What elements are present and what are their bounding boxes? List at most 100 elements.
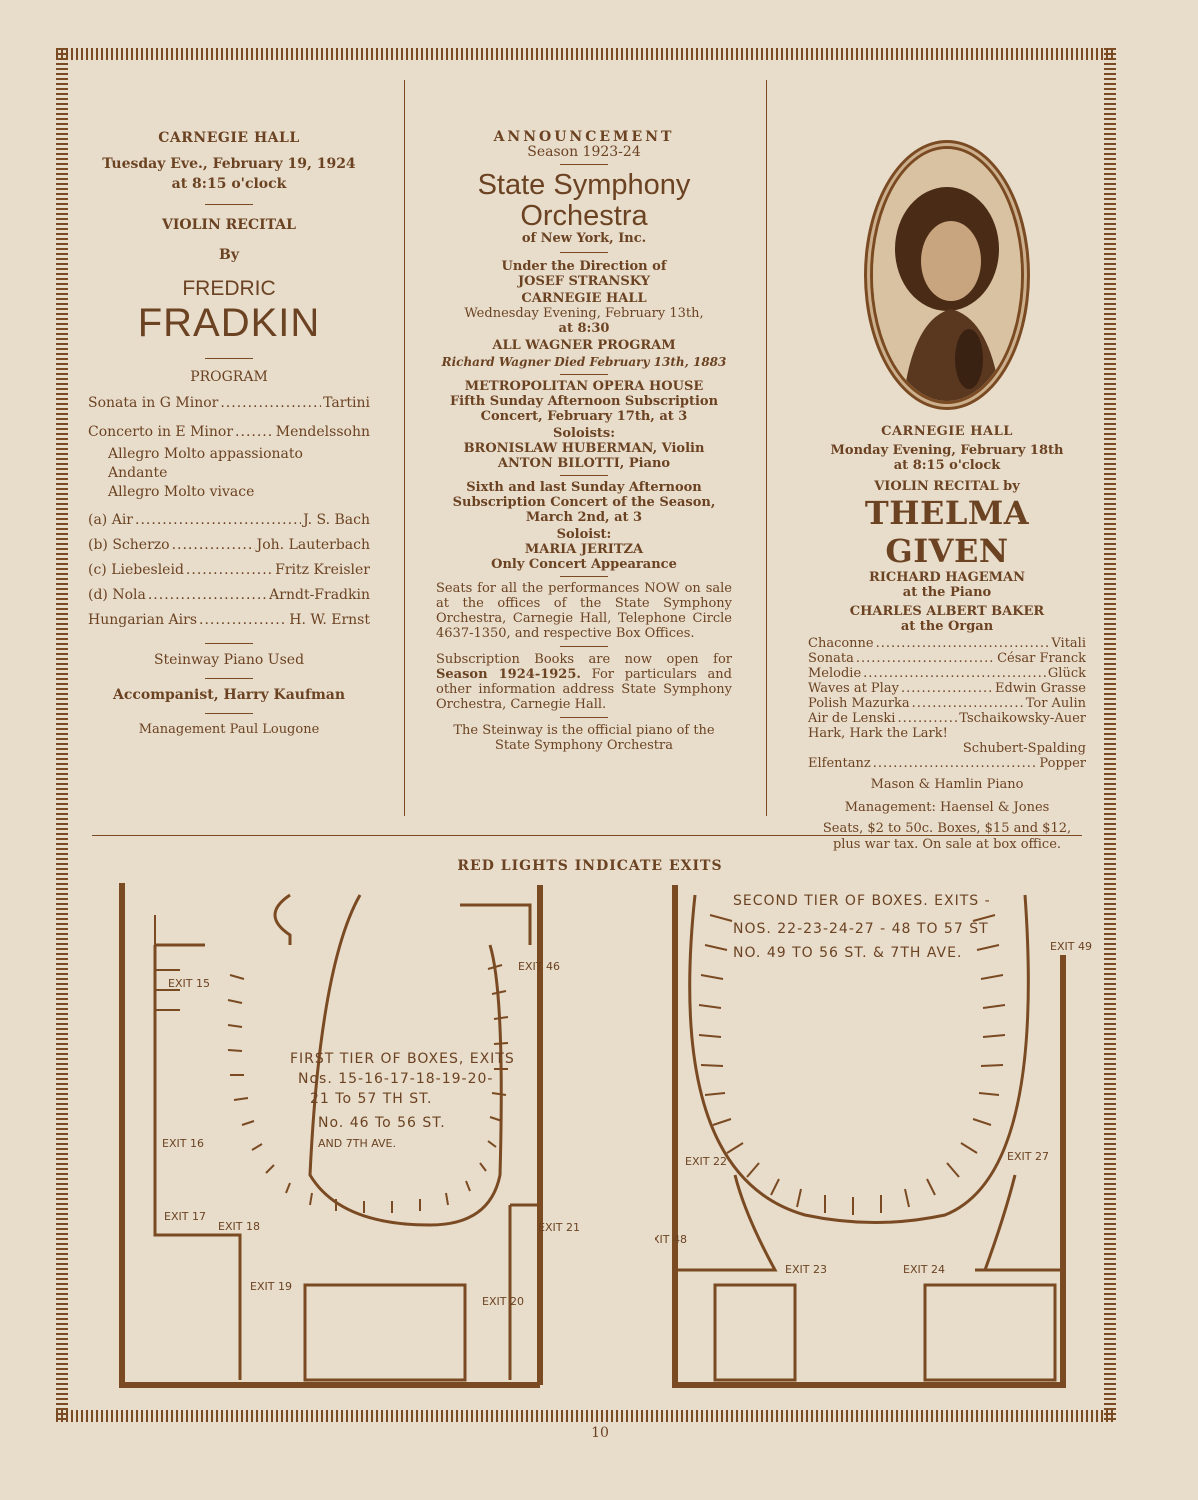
rule <box>560 576 608 577</box>
rule <box>560 646 608 647</box>
rule <box>560 717 608 718</box>
conductor: JOSEF STRANSKY <box>518 274 650 289</box>
exit-24-label: EXIT 24 <box>903 1263 945 1276</box>
program-item: (c) LiebesleidFritz Kreisler <box>88 558 370 583</box>
artist-name: THELMA GIVEN <box>864 494 1030 570</box>
border-right <box>1104 48 1116 1422</box>
piano-note: Mason & Hamlin Piano <box>870 777 1024 792</box>
section-divider <box>92 835 1082 836</box>
program-item: SonataCésar Franck <box>808 651 1086 666</box>
movement: Allegro Molto vivace <box>108 484 255 500</box>
program-item: Air de LenskiTschaikowsky-Auer <box>808 711 1086 726</box>
exit-46-label: EXIT 46 <box>518 960 560 973</box>
soloist-label: Soloist: <box>556 527 612 542</box>
concert-3-line-1: Sixth and last Sunday Afternoon <box>466 480 702 495</box>
orchestra-title-2: Orchestra <box>520 200 648 232</box>
program-item: (b) ScherzoJoh. Lauterbach <box>88 533 370 558</box>
orchestra-subtitle: of New York, Inc. <box>521 231 647 246</box>
program-item: Waves at PlayEdwin Grasse <box>808 681 1086 696</box>
plan-heading: RED LIGHTS INDICATE EXITS <box>457 858 723 874</box>
movement: Andante <box>108 465 168 481</box>
concert-2-line-1: Fifth Sunday Afternoon Subscription <box>449 394 719 409</box>
exit-48-label: EXIT 48 <box>655 1233 687 1246</box>
movement: Allegro Molto appassionato <box>108 446 303 462</box>
first-tier-caption-3: 21 To 57 TH ST. <box>310 1091 432 1107</box>
venue: CARNEGIE HALL <box>158 130 300 146</box>
first-tier-caption-2: Nos. 15-16-17-18-19-20- <box>298 1071 493 1087</box>
second-tier-caption-3: NO. 49 TO 56 ST. & 7TH AVE. <box>733 945 962 961</box>
fradkin-recital-column: CARNEGIE HALL Tuesday Eve., February 19,… <box>88 130 370 737</box>
rule <box>205 643 253 644</box>
rule <box>560 252 608 253</box>
artist-first-name: FREDRIC <box>182 277 276 300</box>
exit-15-label: EXIT 15 <box>168 977 210 990</box>
concert-3-line-3: March 2nd, at 3 <box>525 510 643 525</box>
portrait-frame <box>864 140 1030 410</box>
direction-label: Under the Direction of <box>501 259 667 274</box>
orchestra-title-1: State Symphony <box>477 169 691 201</box>
concert-time-1: at 8:30 <box>558 321 610 336</box>
exit-27-label: EXIT 27 <box>1007 1150 1049 1163</box>
wagner-note: Richard Wagner Died February 13th, 1883 <box>441 355 727 369</box>
exit-17-label: EXIT 17 <box>164 1210 206 1223</box>
recital-date: Tuesday Eve., February 19, 1924 <box>102 156 356 172</box>
organist-role: at the Organ <box>900 619 994 634</box>
state-symphony-column: ANNOUNCEMENT Season 1923-24 State Sympho… <box>436 130 732 754</box>
program-list: ChaconneVitali SonataCésar Franck Melodi… <box>808 636 1086 771</box>
program-item: ElfentanzPopper <box>808 756 1086 771</box>
rule <box>560 475 608 476</box>
concert-2-line-2: Concert, February 17th, at 3 <box>480 409 688 424</box>
recital-date: Monday Evening, February 18th <box>830 443 1064 458</box>
program-item-composer: Schubert-Spalding <box>962 741 1086 756</box>
program-item: ChaconneVitali <box>808 636 1086 651</box>
seats-notice: Seats for all the performances NOW on sa… <box>436 581 732 641</box>
season: Season 1923-24 <box>527 144 641 160</box>
concert-date-1: Wednesday Evening, February 13th, <box>464 306 704 321</box>
program-item: Sonata in G MinorTartini <box>88 391 370 416</box>
first-tier-caption-4: No. 46 To 56 ST. <box>318 1115 446 1131</box>
soloists-label: Soloists: <box>552 426 616 441</box>
rule <box>205 358 253 359</box>
concert-3-line-2: Subscription Concert of the Season, <box>452 495 716 510</box>
event-title: VIOLIN RECITAL <box>161 217 297 233</box>
exit-49-label: EXIT 49 <box>1050 940 1092 953</box>
organist: CHARLES ALBERT BAKER <box>849 604 1045 619</box>
program-item: Hark, Hark the Lark! <box>808 726 948 741</box>
steinway-notice: The Steinway is the official piano of th… <box>453 723 715 753</box>
second-tier-caption-2: NOS. 22-23-24-27 - 48 TO 57 ST <box>733 921 989 937</box>
subscription-notice: Subscription Books are now open for Seas… <box>436 652 732 712</box>
pianist: RICHARD HAGEMAN <box>869 570 1025 585</box>
artist-last-name: FRADKIN <box>137 301 321 345</box>
rule <box>205 713 253 714</box>
exit-23-label: EXIT 23 <box>785 1263 827 1276</box>
seats-notice: Seats, $2 to 50c. Boxes, $15 and $12, pl… <box>822 821 1072 852</box>
portrait-image <box>873 149 1021 401</box>
program-item: Concerto in E MinorMendelssohn <box>88 420 370 445</box>
venue: CARNEGIE HALL <box>881 424 1013 439</box>
recital-heading: VIOLIN RECITAL by <box>874 479 1020 494</box>
exit-18-label: EXIT 18 <box>218 1220 260 1233</box>
page-number: 10 <box>591 1425 609 1441</box>
rule <box>560 164 608 165</box>
program-item: MelodieGlück <box>808 666 1086 681</box>
by-label: By <box>219 247 239 263</box>
exit-19-label: EXIT 19 <box>250 1280 292 1293</box>
program-item: Hungarian AirsH. W. Ernst <box>88 608 370 633</box>
pianist-role: at the Piano <box>902 585 992 600</box>
exit-20-label: EXIT 20 <box>482 1295 524 1308</box>
soloist-2: ANTON BILOTTI, Piano <box>497 456 671 471</box>
exit-22-label: EXIT 22 <box>685 1155 727 1168</box>
border-top <box>56 48 1116 60</box>
rule <box>205 204 253 205</box>
column-divider-2 <box>766 80 767 816</box>
program-item: Polish MazurkaTor Aulin <box>808 696 1086 711</box>
column-divider-1 <box>404 80 405 816</box>
venue: CARNEGIE HALL <box>521 291 647 306</box>
second-tier-caption-1: SECOND TIER OF BOXES. EXITS - <box>733 893 991 909</box>
soloist-3: MARIA JERITZA <box>524 542 644 557</box>
program-list: Sonata in G MinorTartini Concerto in E M… <box>88 391 370 633</box>
rule <box>205 678 253 679</box>
recital-time: at 8:15 o'clock <box>171 176 287 192</box>
accompanist: Accompanist, Harry Kaufman <box>112 687 346 703</box>
